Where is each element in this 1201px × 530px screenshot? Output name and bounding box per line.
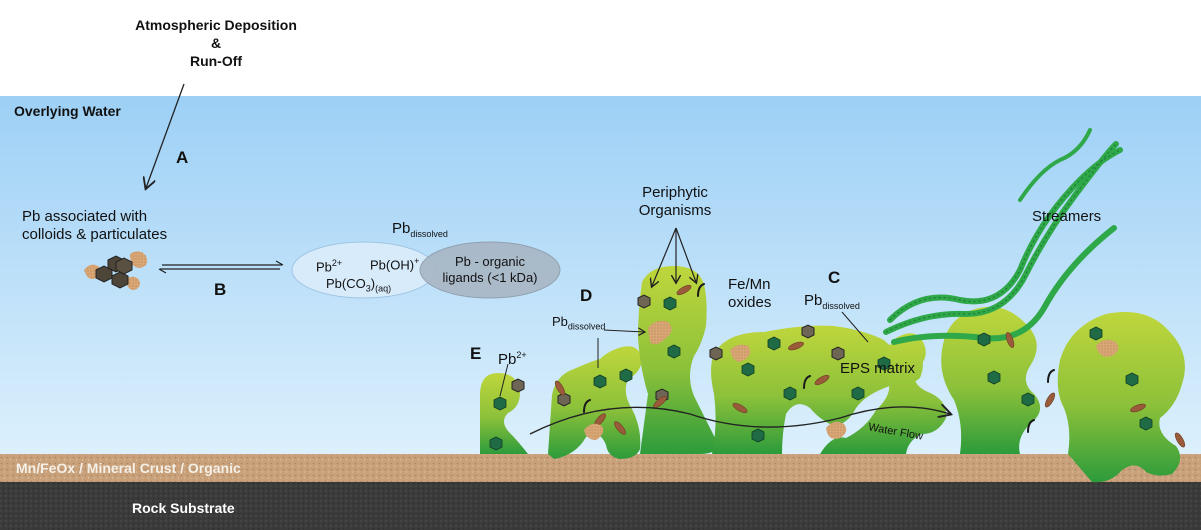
water-layer-label: Overlying Water [14, 103, 121, 119]
femn-oxides-label: Fe/Mn oxides [728, 276, 771, 312]
pb-dissolved-c: Pbdissolved [804, 292, 860, 315]
eps-matrix-label: EPS matrix [840, 360, 915, 378]
letter-d: D [580, 286, 592, 306]
pb-dissolved-title: Pbdissolved [392, 220, 448, 243]
letter-c: C [828, 268, 840, 288]
letter-b: B [214, 280, 226, 300]
deposition-label: Atmospheric Deposition & Run-Off [96, 16, 336, 70]
pb-2plus-e: Pb2+ [498, 346, 527, 369]
rock-layer-label: Rock Substrate [132, 500, 235, 516]
crust-layer-label: Mn/FeOx / Mineral Crust / Organic [16, 460, 241, 476]
colloids-label: Pb associated with colloids & particulat… [22, 208, 167, 244]
pb-ion: Pb2+ [316, 258, 342, 274]
periphytic-label: Periphytic Organisms [620, 184, 730, 220]
streamers-label: Streamers [1032, 208, 1101, 226]
pb-hydroxide: Pb(OH)+ [370, 256, 419, 272]
letter-e: E [470, 344, 481, 364]
letter-a: A [176, 148, 188, 168]
pb-carbonate: Pb(CO3)(aq) [326, 276, 391, 294]
pb-dissolved-d: Pbdissolved [552, 314, 605, 332]
pb-organic-ligands: Pb - organic ligands (<1 kDa) [440, 254, 540, 286]
